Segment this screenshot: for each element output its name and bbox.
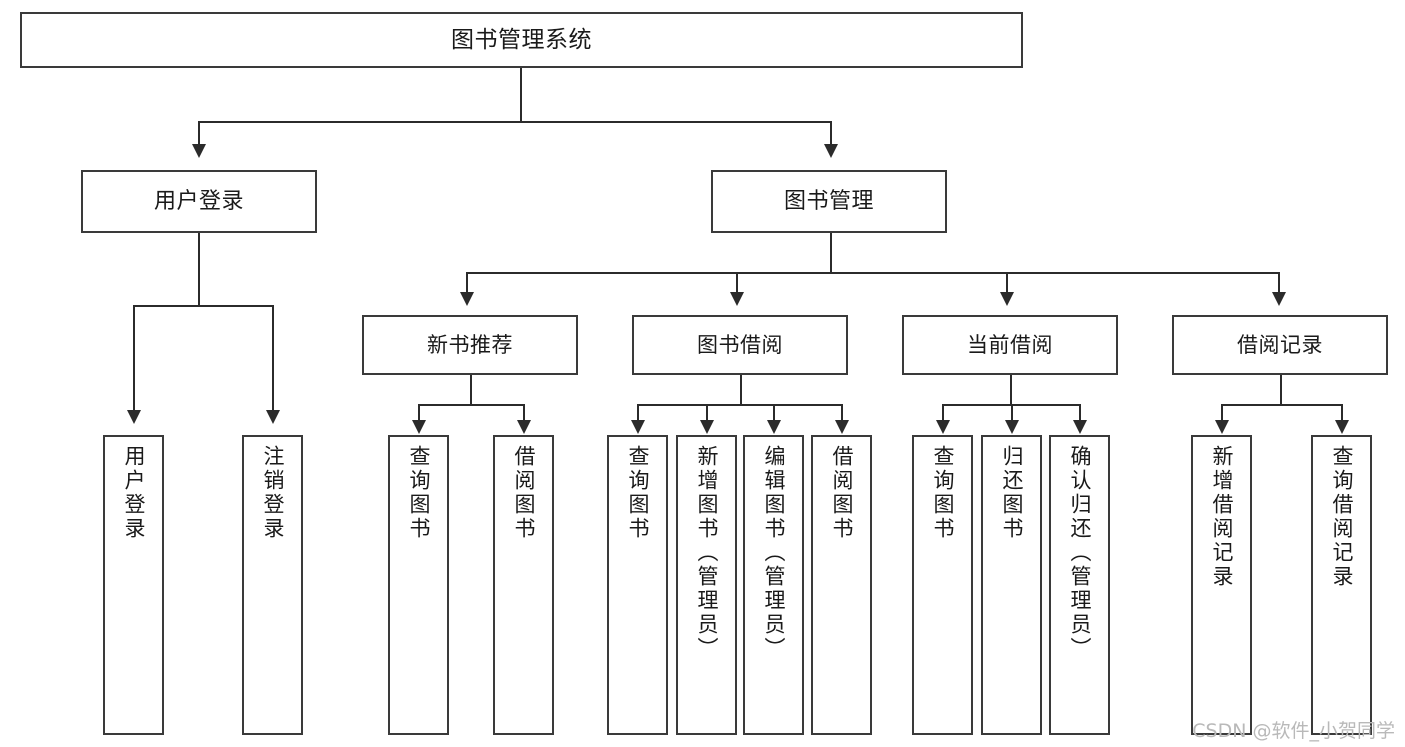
- node-label: 新增图书（管理员）: [695, 445, 719, 661]
- csdn-watermark: CSDN @软件_小贺同学: [1192, 720, 1395, 742]
- node-user-login[interactable]: 用户登录: [81, 170, 317, 233]
- node-label: 新书推荐: [427, 332, 513, 357]
- node-label: 用户登录: [122, 445, 146, 541]
- leaf-new-book-recommend-1[interactable]: 借阅图书: [493, 435, 554, 735]
- connector-book-borrow-to-leaf-3: [841, 404, 843, 424]
- leaf-borrow-record-0[interactable]: 新增借阅记录: [1191, 435, 1252, 735]
- arrowhead-root-to-user-login: [192, 144, 206, 158]
- leaf-current-borrow-1[interactable]: 归还图书: [981, 435, 1042, 735]
- connector-book-mgmt-to-new-book: [466, 272, 468, 294]
- connector-book-borrow-to-leaf-2: [773, 404, 775, 424]
- connector-user-login-to-leaf-1: [272, 305, 274, 412]
- connector-user-login-stem: [198, 233, 200, 306]
- connector-book-mgmt-to-current-borrow: [1006, 272, 1008, 294]
- arrowhead-user-login-leaf-1: [266, 410, 280, 424]
- arrowhead-current-borrow-leaf-0: [936, 420, 950, 434]
- connector-book-borrow-to-leaf-1: [706, 404, 708, 424]
- connector-book-mgmt-to-book-borrow: [736, 272, 738, 294]
- node-label: 新增借阅记录: [1210, 445, 1234, 589]
- connector-book-borrow-stem: [740, 375, 742, 405]
- node-book-borrow[interactable]: 图书借阅: [632, 315, 848, 375]
- connector-new-book-to-leaf-0: [418, 404, 420, 424]
- node-label: 图书管理系统: [451, 26, 592, 53]
- node-label: 图书借阅: [697, 332, 783, 357]
- node-borrow-record[interactable]: 借阅记录: [1172, 315, 1388, 375]
- connector-borrow-record-to-leaf-0: [1221, 404, 1223, 424]
- leaf-borrow-record-1[interactable]: 查询借阅记录: [1311, 435, 1372, 735]
- arrowhead-current-borrow-leaf-2: [1073, 420, 1087, 434]
- connector-borrow-record-bus: [1221, 404, 1342, 406]
- arrowhead-new-book-leaf-0: [412, 420, 426, 434]
- leaf-current-borrow-2[interactable]: 确认归还（管理员）: [1049, 435, 1110, 735]
- node-label: 查询图书: [626, 445, 650, 541]
- arrowhead-book-borrow-leaf-1: [700, 420, 714, 434]
- leaf-new-book-recommend-0[interactable]: 查询图书: [388, 435, 449, 735]
- arrowhead-book-mgmt-borrow-record: [1272, 292, 1286, 306]
- arrowhead-book-borrow-leaf-0: [631, 420, 645, 434]
- node-label: 注销登录: [261, 445, 285, 541]
- node-current-borrow[interactable]: 当前借阅: [902, 315, 1118, 375]
- arrowhead-book-borrow-leaf-3: [835, 420, 849, 434]
- arrowhead-new-book-leaf-1: [517, 420, 531, 434]
- connector-user-login-to-leaf-0: [133, 305, 135, 412]
- leaf-user-login-0[interactable]: 用户登录: [103, 435, 164, 735]
- node-label: 编辑图书（管理员）: [762, 445, 786, 661]
- arrowhead-book-mgmt-current-borrow: [1000, 292, 1014, 306]
- connector-root-to-user-login: [198, 121, 200, 146]
- connector-book-mgmt-bus: [466, 272, 1280, 274]
- connector-root-to-book-mgmt: [830, 121, 832, 146]
- node-label: 用户登录: [153, 188, 244, 214]
- node-new-book-recommend[interactable]: 新书推荐: [362, 315, 578, 375]
- node-label: 查询图书: [407, 445, 431, 541]
- node-label: 图书管理: [783, 188, 874, 214]
- arrowhead-user-login-leaf-0: [127, 410, 141, 424]
- connector-book-borrow-bus: [637, 404, 843, 406]
- leaf-book-borrow-0[interactable]: 查询图书: [607, 435, 668, 735]
- connector-root-stem: [520, 68, 522, 122]
- node-label: 当前借阅: [967, 332, 1053, 357]
- connector-current-borrow-stem: [1010, 375, 1012, 405]
- leaf-current-borrow-0[interactable]: 查询图书: [912, 435, 973, 735]
- arrowhead-root-to-book-mgmt: [824, 144, 838, 158]
- arrowhead-borrow-record-leaf-0: [1215, 420, 1229, 434]
- node-label: 借阅记录: [1237, 332, 1323, 357]
- connector-borrow-record-stem: [1280, 375, 1282, 405]
- connector-book-mgmt-to-borrow-record: [1278, 272, 1280, 294]
- arrowhead-borrow-record-leaf-1: [1335, 420, 1349, 434]
- connector-borrow-record-to-leaf-1: [1341, 404, 1343, 424]
- node-label: 归还图书: [1000, 445, 1024, 541]
- connector-new-book-stem: [470, 375, 472, 405]
- leaf-book-borrow-2[interactable]: 编辑图书（管理员）: [743, 435, 804, 735]
- leaf-user-login-1[interactable]: 注销登录: [242, 435, 303, 735]
- node-label: 借阅图书: [830, 445, 854, 541]
- leaf-book-borrow-3[interactable]: 借阅图书: [811, 435, 872, 735]
- arrowhead-current-borrow-leaf-1: [1005, 420, 1019, 434]
- connector-current-borrow-to-leaf-1: [1011, 404, 1013, 424]
- node-label: 借阅图书: [512, 445, 536, 541]
- leaf-book-borrow-1[interactable]: 新增图书（管理员）: [676, 435, 737, 735]
- connector-new-book-bus: [418, 404, 524, 406]
- node-label: 确认归还（管理员）: [1068, 445, 1092, 661]
- connector-current-borrow-to-leaf-0: [942, 404, 944, 424]
- connector-user-login-bus: [133, 305, 273, 307]
- node-book-management[interactable]: 图书管理: [711, 170, 947, 233]
- connector-current-borrow-to-leaf-2: [1079, 404, 1081, 424]
- connector-book-borrow-to-leaf-0: [637, 404, 639, 424]
- connector-book-mgmt-stem: [830, 233, 832, 273]
- node-label: 查询图书: [931, 445, 955, 541]
- connector-root-bus: [198, 121, 832, 123]
- node-root-system[interactable]: 图书管理系统: [20, 12, 1023, 68]
- arrowhead-book-mgmt-book-borrow: [730, 292, 744, 306]
- connector-new-book-to-leaf-1: [523, 404, 525, 424]
- arrowhead-book-borrow-leaf-2: [767, 420, 781, 434]
- node-label: 查询借阅记录: [1330, 445, 1354, 589]
- arrowhead-book-mgmt-new-book: [460, 292, 474, 306]
